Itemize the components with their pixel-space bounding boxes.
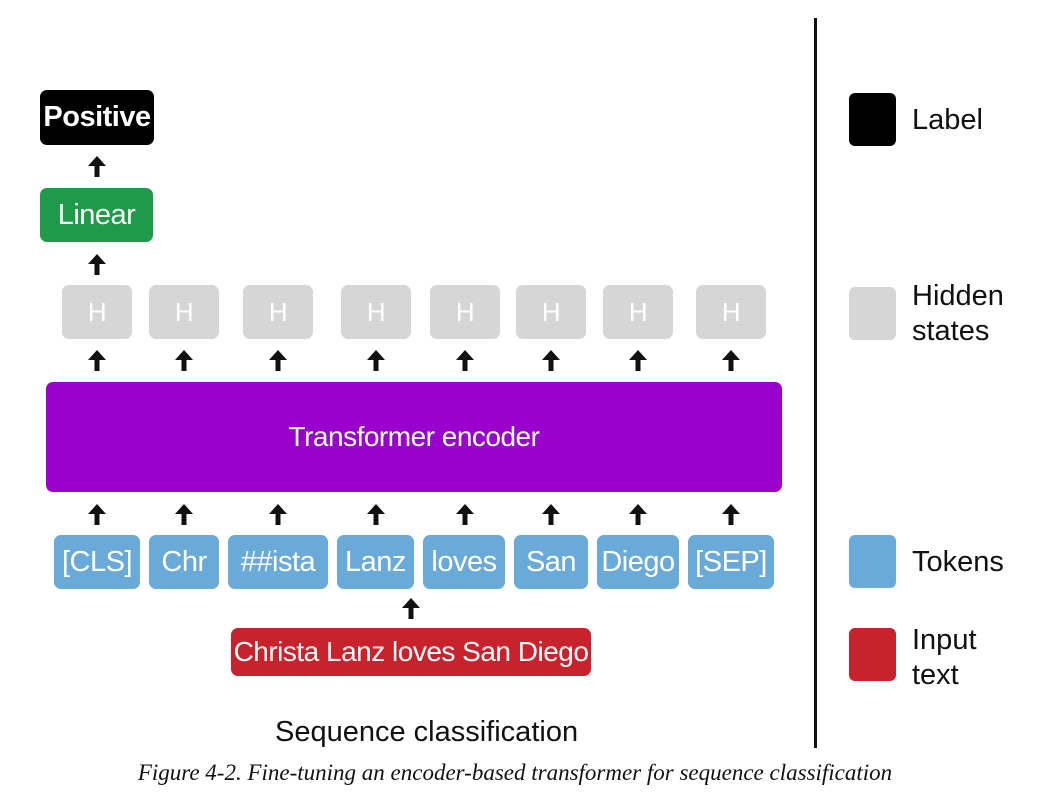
legend-text-input: Input text — [912, 623, 977, 693]
legend-divider — [814, 18, 817, 748]
arrow-up-icon — [267, 348, 289, 372]
arrow-up-icon — [540, 502, 562, 526]
legend-swatch-input — [849, 628, 896, 681]
legend-tokens-text: Tokens — [912, 546, 1004, 578]
token-text: San — [525, 545, 577, 578]
hidden-state-box: H — [430, 285, 500, 339]
legend-label-text: Label — [912, 104, 983, 136]
diagram-subtitle: Sequence classification — [275, 716, 579, 748]
input-text: Christa Lanz loves San Diego — [233, 636, 589, 667]
hidden-state-box: H — [696, 285, 766, 339]
legend-swatch-hidden — [849, 287, 896, 340]
hidden-state-box: H — [62, 285, 132, 339]
arrow-up-icon — [267, 502, 289, 526]
output-label-box: Positive — [40, 90, 154, 145]
token-text: Chr — [161, 545, 207, 578]
arrow-up-icon — [720, 348, 742, 372]
hidden-state-box: H — [603, 285, 673, 339]
arrow-up-icon — [454, 502, 476, 526]
arrow-up-icon — [365, 348, 387, 372]
hidden-state-label: H — [87, 296, 107, 327]
token-text: [SEP] — [695, 545, 767, 578]
transformer-encoder-text: Transformer encoder — [288, 421, 540, 452]
token-text: loves — [431, 545, 497, 578]
linear-layer-text: Linear — [57, 198, 136, 231]
token-box: San — [514, 535, 588, 589]
hidden-state-box: H — [516, 285, 586, 339]
token-box: Lanz — [337, 535, 414, 589]
arrow-up-icon — [86, 502, 108, 526]
arrow-up-icon — [540, 348, 562, 372]
legend-text-hidden: Hidden states — [912, 279, 1004, 349]
token-text: Lanz — [345, 545, 406, 578]
legend-hidden-line2: states — [912, 315, 990, 347]
arrow-up-icon — [400, 596, 422, 620]
transformer-encoder-box: Transformer encoder — [46, 382, 782, 492]
token-box: loves — [423, 535, 505, 589]
hidden-state-box: H — [341, 285, 411, 339]
linear-layer-box: Linear — [40, 188, 153, 242]
legend-text-label: Label — [912, 103, 983, 138]
token-box: ##ista — [228, 535, 328, 589]
token-text: Diego — [601, 545, 675, 578]
figure-caption: Figure 4-2. Fine-tuning an encoder-based… — [137, 760, 893, 785]
arrow-up-icon — [454, 348, 476, 372]
legend-input-line1: Input — [912, 624, 977, 656]
arrow-up-icon — [86, 154, 108, 178]
arrow-up-icon — [173, 502, 195, 526]
hidden-state-label: H — [366, 296, 386, 327]
hidden-state-label: H — [541, 296, 561, 327]
legend-text-tokens: Tokens — [912, 545, 1004, 580]
hidden-state-label: H — [174, 296, 194, 327]
token-box: Chr — [149, 535, 219, 589]
arrow-up-icon — [365, 502, 387, 526]
legend-hidden-line1: Hidden — [912, 280, 1004, 312]
arrow-up-icon — [173, 348, 195, 372]
legend-input-line2: text — [912, 659, 959, 691]
token-text: ##ista — [240, 545, 316, 578]
token-text: [CLS] — [61, 545, 133, 578]
arrow-up-icon — [86, 252, 108, 276]
token-box: Diego — [597, 535, 679, 589]
arrow-up-icon — [86, 348, 108, 372]
hidden-state-label: H — [268, 296, 288, 327]
arrow-up-icon — [627, 502, 649, 526]
legend-swatch-label — [849, 93, 896, 146]
hidden-state-box: H — [149, 285, 219, 339]
hidden-state-label: H — [455, 296, 475, 327]
token-box: [SEP] — [688, 535, 774, 589]
token-box: [CLS] — [54, 535, 140, 589]
hidden-state-box: H — [243, 285, 313, 339]
hidden-state-label: H — [721, 296, 741, 327]
legend-swatch-tokens — [849, 535, 896, 588]
output-label-text: Positive — [43, 101, 151, 133]
arrow-up-icon — [720, 502, 742, 526]
arrow-up-icon — [627, 348, 649, 372]
input-text-box: Christa Lanz loves San Diego — [231, 628, 591, 676]
hidden-state-label: H — [628, 296, 648, 327]
